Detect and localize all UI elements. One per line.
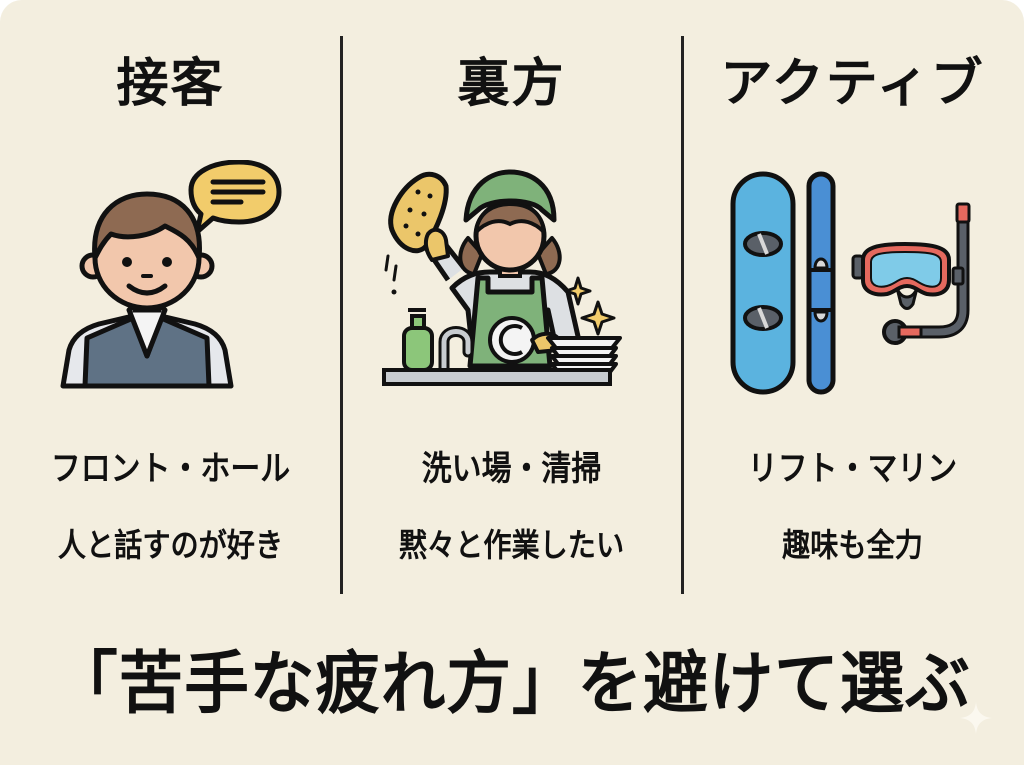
ski-icon — [806, 171, 836, 395]
footer-headline: 「苦手な疲れ方」を避けて選ぶ — [53, 645, 971, 724]
column-backstage: 裏方 — [341, 0, 682, 600]
column-customer-service: 接客 — [0, 0, 341, 600]
column-description: 黙々と作業したい — [398, 526, 625, 564]
column-description: 趣味も全力 — [782, 526, 923, 564]
column-role: フロント・ホール — [50, 449, 291, 489]
sparkle-icon — [960, 702, 992, 734]
column-role: 洗い場・清掃 — [421, 449, 602, 489]
column-active: アクティブ — [682, 0, 1023, 600]
column-divider — [681, 36, 684, 594]
snowboard-ski-snorkel-icon — [730, 171, 971, 395]
dishwasher-worker-icon — [381, 169, 622, 386]
speech-bubble-icon — [188, 160, 281, 235]
snowboard-icon — [730, 171, 796, 395]
column-title: 裏方 — [457, 54, 566, 114]
column-title: 接客 — [116, 54, 225, 114]
column-title: アクティブ — [720, 54, 985, 114]
snorkel-mask-icon — [851, 202, 971, 345]
column-description: 人と話すのが好き — [57, 526, 284, 564]
receptionist-speech-icon — [60, 160, 281, 389]
column-divider — [340, 36, 343, 594]
column-role: リフト・マリン — [747, 449, 958, 489]
